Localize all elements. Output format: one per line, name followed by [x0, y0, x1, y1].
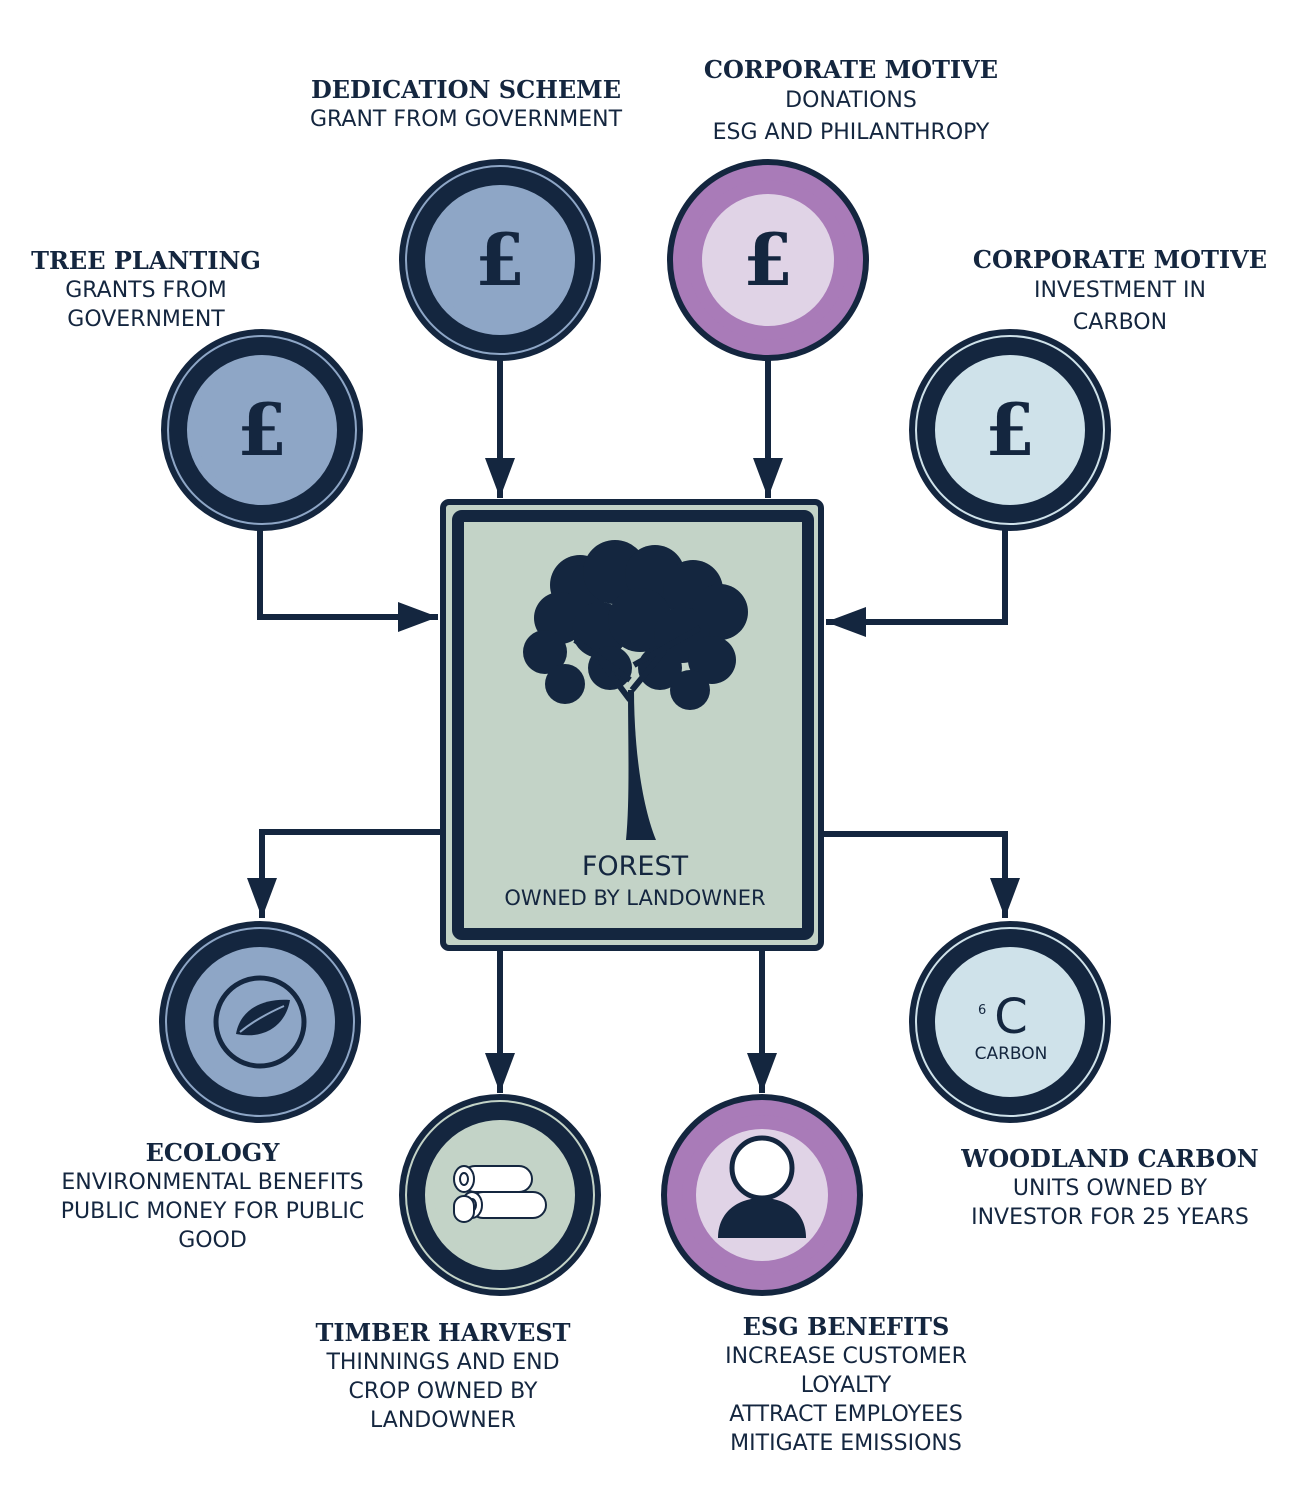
label-tree-planting: TREE PLANTING GRANTS FROM GOVERNMENT	[16, 246, 276, 334]
label-line: INCREASE CUSTOMER	[725, 1344, 967, 1369]
connector-ecology	[247, 829, 443, 918]
leaf-icon	[213, 975, 307, 1069]
carbon-element-name: CARBON	[975, 1044, 1048, 1064]
carbon-element-number: 6	[978, 1003, 986, 1018]
circle-timber-harvest	[399, 1094, 601, 1296]
coin-corporate-investment	[909, 329, 1111, 531]
label-corporate-donations: CORPORATE MOTIVE DONATIONS ESG AND PHILA…	[676, 55, 1026, 149]
connector-corporate-investment	[826, 527, 1008, 637]
circle-esg-benefits	[661, 1094, 863, 1296]
forest-box	[440, 499, 824, 951]
label-esg-benefits: ESG BENEFITS INCREASE CUSTOMER LOYALTY A…	[696, 1312, 996, 1458]
coin-corporate-donations	[667, 159, 869, 361]
label-title: WOODLAND CARBON	[961, 1144, 1259, 1173]
label-line: CARBON	[1072, 310, 1168, 335]
input-connectors	[257, 358, 1008, 637]
label-line: MITIGATE EMISSIONS	[730, 1431, 962, 1456]
circle-woodland-carbon	[909, 921, 1111, 1123]
carbon-element-symbol: C	[994, 989, 1028, 1045]
label-woodland-carbon: WOODLAND CARBON UNITS OWNED BY INVESTOR …	[950, 1144, 1270, 1232]
label-line: DONATIONS	[785, 88, 917, 113]
label-timber-harvest: TIMBER HARVEST THINNINGS AND END CROP OW…	[298, 1318, 588, 1435]
label-ecology: ECOLOGY ENVIRONMENTAL BENEFITS PUBLIC MO…	[40, 1138, 385, 1255]
label-line: INVESTOR FOR 25 YEARS	[971, 1205, 1249, 1230]
coin-dedication-scheme	[399, 159, 601, 361]
carbon-element-icon: 6 C CARBON	[975, 989, 1048, 1064]
forest-subtitle: OWNED BY LANDOWNER	[504, 886, 766, 910]
circle-ecology	[159, 921, 361, 1123]
pound-sign-icon: £	[743, 217, 793, 302]
label-line: THINNINGS AND END	[326, 1350, 560, 1375]
label-line: LOYALTY	[800, 1373, 892, 1398]
label-title: CORPORATE MOTIVE	[972, 245, 1268, 274]
label-line: UNITS OWNED BY	[1012, 1176, 1208, 1201]
label-title: TREE PLANTING	[31, 246, 261, 275]
output-connectors	[247, 829, 1020, 1093]
pound-sign-icon: £	[475, 217, 525, 302]
person-icon	[718, 1135, 806, 1238]
label-corporate-investment: CORPORATE MOTIVE INVESTMENT IN CARBON	[970, 245, 1270, 339]
label-line: ATTRACT EMPLOYEES	[729, 1402, 963, 1427]
label-line: ENVIRONMENTAL BENEFITS	[61, 1170, 364, 1195]
label-title: TIMBER HARVEST	[315, 1318, 571, 1347]
pound-sign-icon: £	[237, 387, 287, 472]
forest-title: FOREST	[581, 851, 689, 882]
connector-woodland-carbon	[824, 831, 1020, 918]
pound-sign-icon: £	[985, 387, 1035, 472]
logs-icon	[453, 1165, 547, 1223]
label-title: CORPORATE MOTIVE	[703, 55, 999, 84]
label-line: GOOD	[178, 1228, 247, 1253]
tree-icon	[523, 540, 748, 840]
label-line: LANDOWNER	[370, 1408, 516, 1433]
label-line: GOVERNMENT	[67, 307, 225, 332]
label-line: GRANTS FROM	[65, 278, 227, 303]
label-title: DEDICATION SCHEME	[310, 75, 622, 104]
label-line: GRANT FROM GOVERNMENT	[309, 107, 623, 132]
label-line: CROP OWNED BY	[348, 1379, 538, 1404]
coin-tree-planting	[161, 329, 363, 531]
label-dedication-scheme: DEDICATION SCHEME GRANT FROM GOVERNMENT	[286, 75, 646, 134]
forest-label: FOREST OWNED BY LANDOWNER	[470, 850, 800, 912]
connector-tree-planting	[257, 527, 438, 632]
label-line: ESG AND PHILANTHROPY	[712, 120, 990, 145]
label-line: PUBLIC MONEY FOR PUBLIC	[60, 1199, 365, 1224]
label-line: INVESTMENT IN	[1033, 278, 1206, 303]
label-title: ESG BENEFITS	[742, 1312, 950, 1341]
label-title: ECOLOGY	[145, 1138, 280, 1167]
